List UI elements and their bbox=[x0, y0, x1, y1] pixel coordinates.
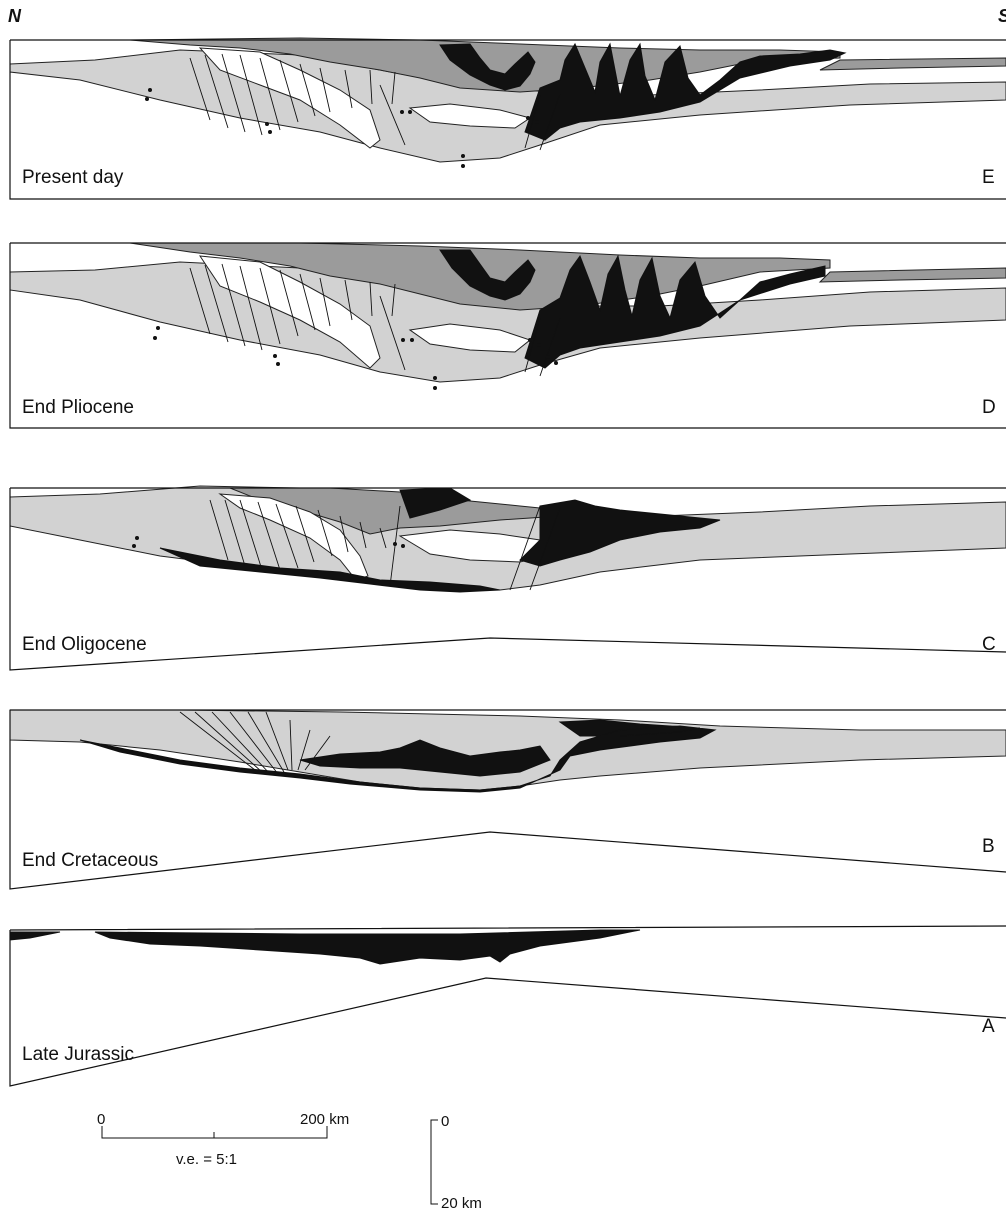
scale-start: 0 bbox=[97, 1111, 105, 1128]
panel-end-cretaceous: End Cretaceous B bbox=[10, 710, 1006, 889]
north-label: N bbox=[8, 6, 22, 26]
panel-letter: A bbox=[982, 1016, 995, 1037]
deep-layer bbox=[820, 58, 1006, 70]
scale-end: 200 km bbox=[300, 1111, 349, 1128]
panel-label: End Cretaceous bbox=[22, 850, 158, 871]
panel-label: Late Jurassic bbox=[22, 1044, 134, 1065]
panel-present-day: Present day E bbox=[10, 38, 1006, 199]
vertical-exaggeration: v.e. = 5:1 bbox=[176, 1151, 237, 1168]
panel-letter: D bbox=[982, 397, 996, 418]
panel-label: Present day bbox=[22, 167, 124, 188]
scale-bottom: 20 km bbox=[441, 1195, 482, 1209]
panel-late-jurassic: Late Jurassic A bbox=[10, 926, 1006, 1086]
panel-end-pliocene: End Pliocene D bbox=[10, 243, 1006, 428]
horizontal-scale-bar: 0 200 km v.e. = 5:1 bbox=[97, 1111, 349, 1168]
panel-label: End Oligocene bbox=[22, 634, 147, 655]
panel-label: End Pliocene bbox=[22, 397, 134, 418]
south-label: S bbox=[998, 6, 1006, 26]
scale-line bbox=[431, 1120, 438, 1204]
vertical-scale-bar: 0 20 km bbox=[431, 1113, 482, 1209]
scale-top: 0 bbox=[441, 1113, 449, 1130]
panel-end-oligocene: End Oligocene C bbox=[10, 486, 1006, 670]
deep-layer bbox=[820, 268, 1006, 282]
panel-letter: E bbox=[982, 167, 995, 188]
panel-letter: C bbox=[982, 634, 996, 655]
scale-line bbox=[102, 1126, 327, 1138]
panel-letter: B bbox=[982, 836, 995, 857]
salt-body bbox=[10, 930, 640, 964]
basin-fill-light bbox=[10, 710, 1006, 790]
